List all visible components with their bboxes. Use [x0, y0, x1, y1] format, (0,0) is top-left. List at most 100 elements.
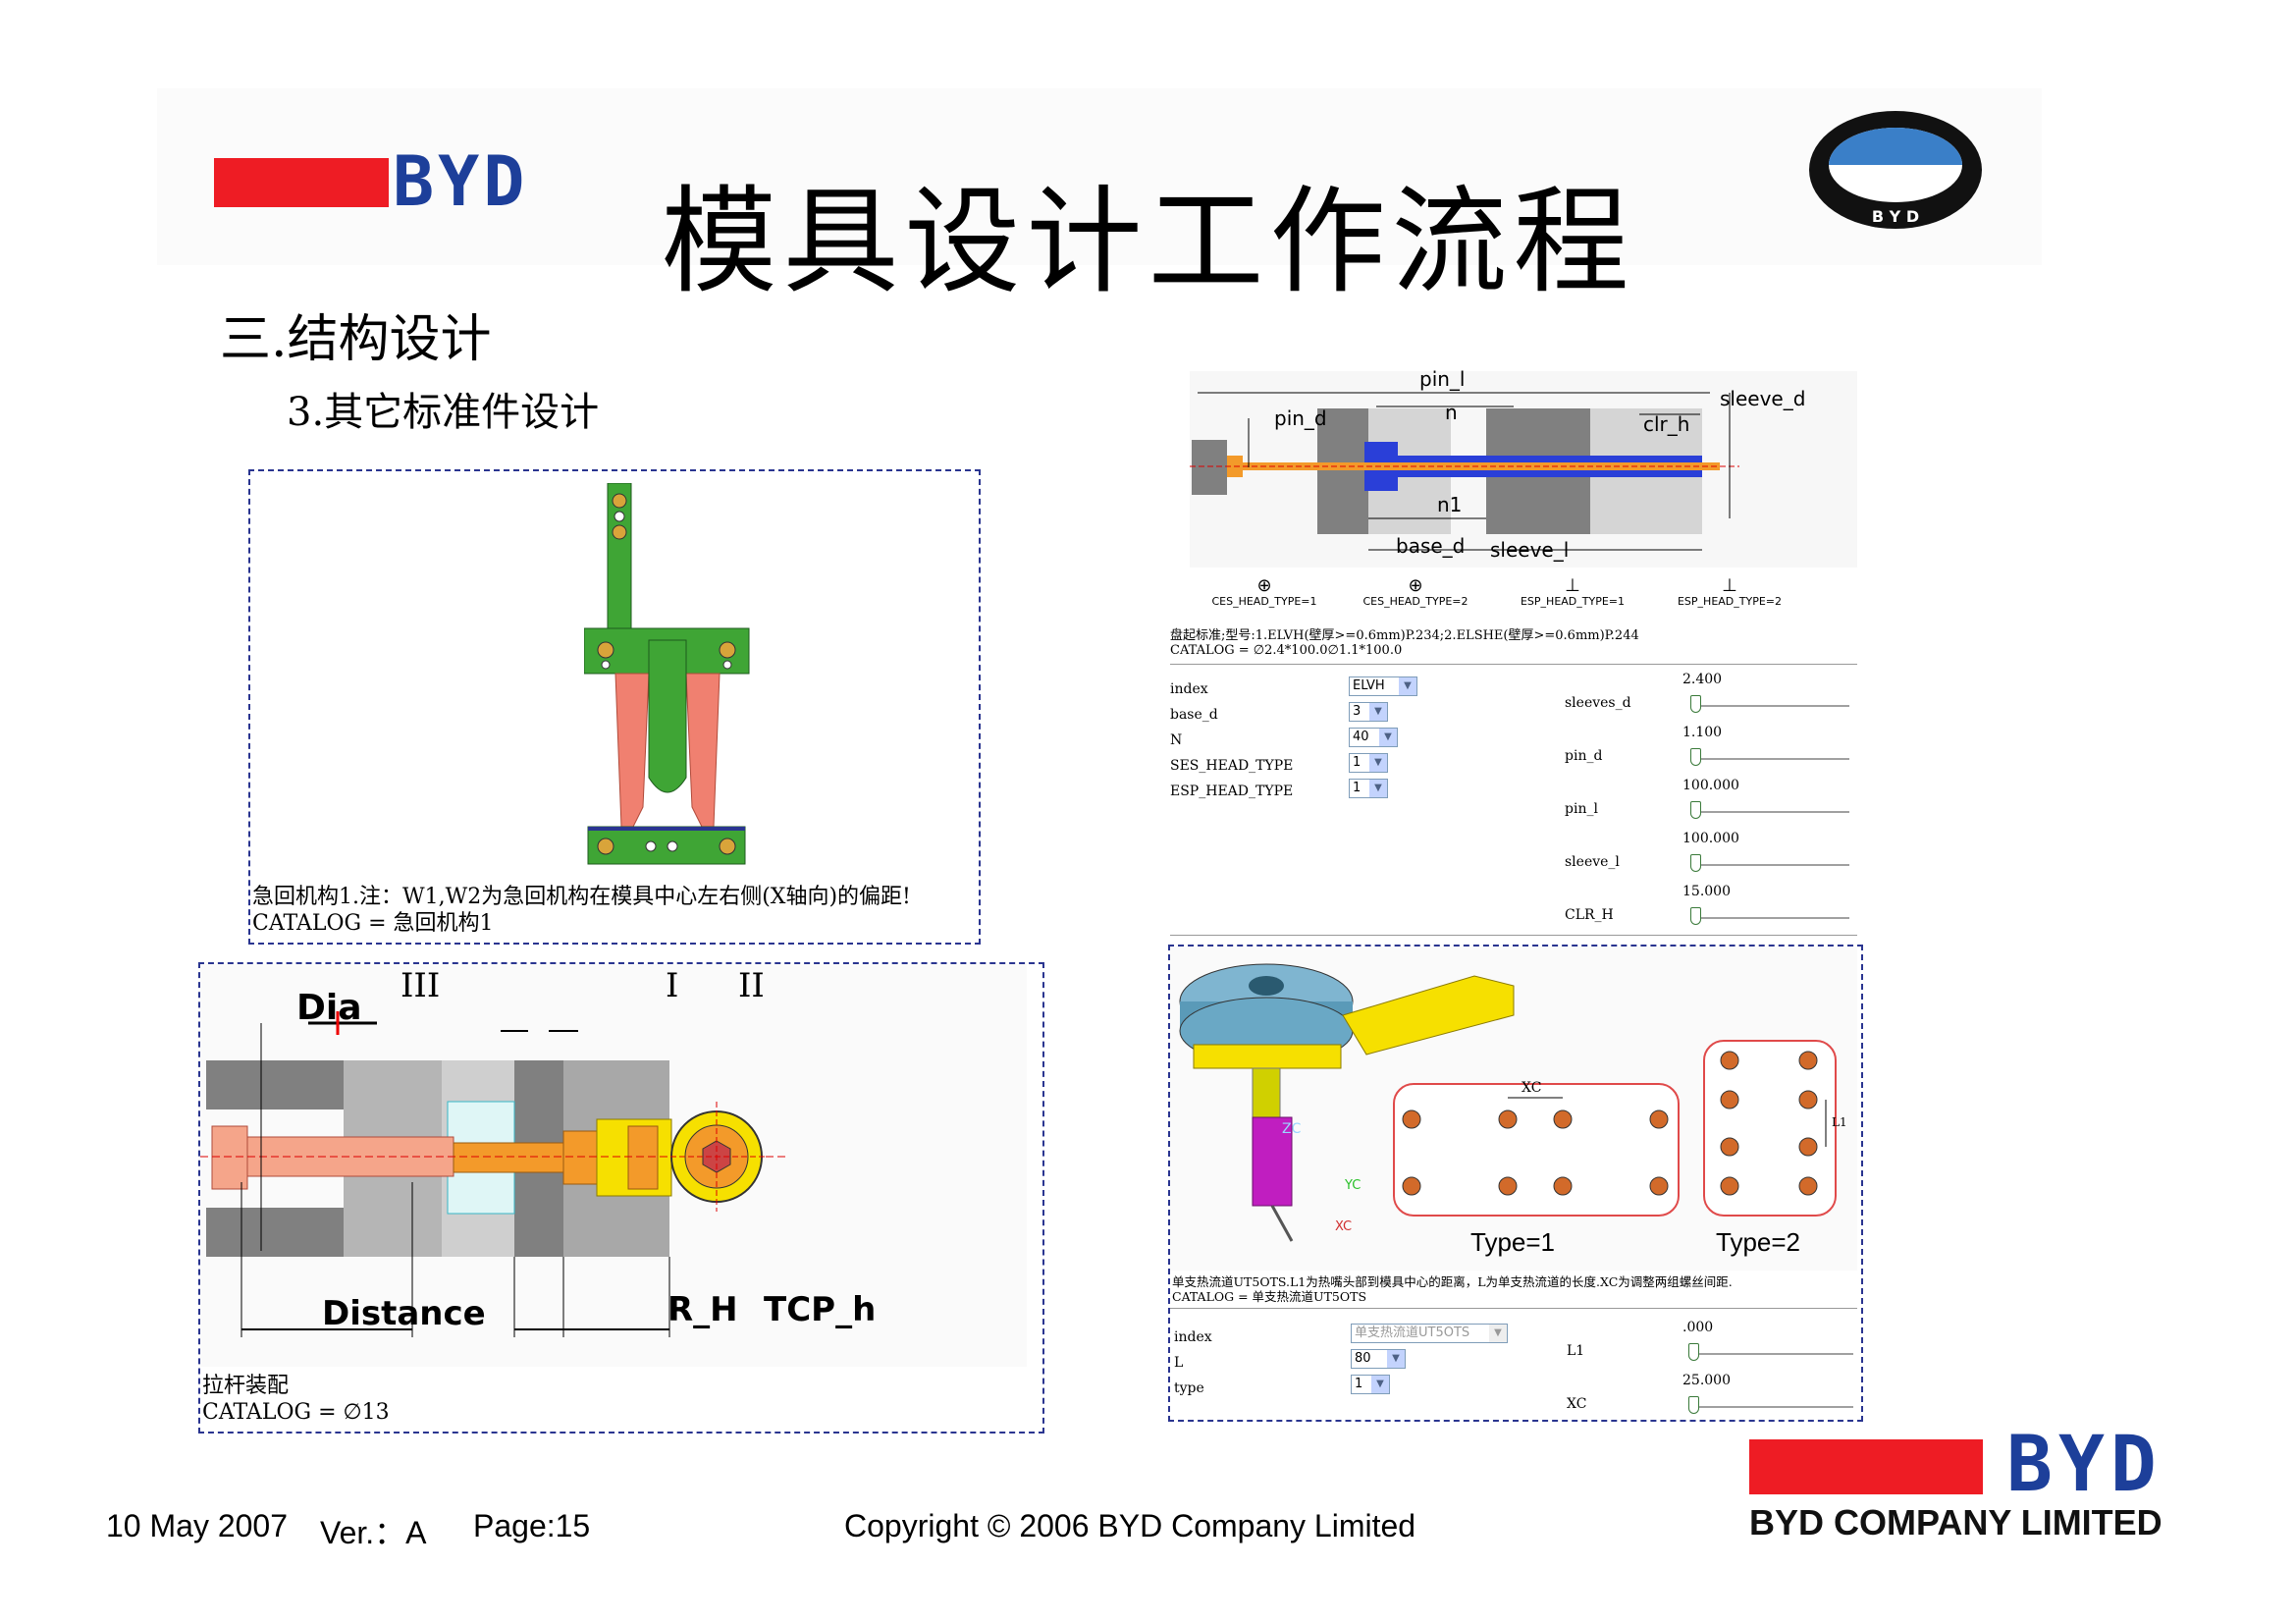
head-type-option[interactable]: ⊕ CES_HEAD_TYPE=2	[1347, 575, 1484, 609]
type2-label: Type=2	[1716, 1227, 1801, 1257]
param-value: 40	[1353, 730, 1369, 744]
param-label-esp-head-type: ESP_HEAD_TYPE	[1170, 784, 1294, 799]
param-value: 3	[1353, 704, 1362, 719]
param-select-index[interactable]: ELVH▼	[1349, 676, 1417, 696]
chevron-down-icon: ▼	[1369, 703, 1387, 721]
slider-thumb-sleeves-d[interactable]	[1690, 695, 1701, 713]
dim-base-d: base_d	[1396, 534, 1466, 558]
hot-runner-note: 单支热流道UT5OTS.L1为热嘴头部到模具中心的距离，L为单支热流道的长度.X…	[1172, 1274, 1733, 1304]
quick-return-caption-line1: 急回机构1.注：W1,W2为急回机构在模具中心左右侧(X轴向)的偏距!	[252, 885, 911, 909]
label-roman-3: III	[400, 966, 441, 1005]
head-type-option[interactable]: ⊥ ESP_HEAD_TYPE=1	[1504, 577, 1641, 609]
label-r-h: R_H	[667, 1290, 738, 1329]
slider-thumb-pin-l[interactable]	[1690, 801, 1701, 819]
quick-return-panel: 急回机构1.注：W1,W2为急回机构在模具中心左右侧(X轴向)的偏距! CATA…	[248, 469, 981, 945]
slider-value-sleeves-d: 2.400	[1682, 672, 1723, 687]
footer-logo-red-bar	[1749, 1439, 1983, 1494]
footer-company: BYD COMPANY LIMITED	[1749, 1502, 2163, 1542]
hr-slider-thumb-l1[interactable]	[1688, 1343, 1699, 1361]
param-value: 80	[1355, 1351, 1371, 1366]
label-roman-2: II	[738, 966, 765, 1005]
pull-rod-caption: 拉杆装配 CATALOG = ∅13	[202, 1373, 390, 1426]
pull-rod-panel: Dia III I II Distance R_H TCP_h 拉杆装配 CAT…	[198, 962, 1044, 1434]
footer-version: Ver.：A	[320, 1515, 427, 1550]
param-label-base-d: base_d	[1170, 707, 1218, 723]
hot-runner-catalog: CATALOG = 单支热流道UT5OTS	[1172, 1289, 1367, 1304]
footer-logo-text: BYD	[2006, 1421, 2163, 1509]
param-value: 1	[1353, 755, 1362, 770]
head-type-label: ESP_HEAD_TYPE=1	[1520, 595, 1626, 608]
hr-param-select-index[interactable]: 单支热流道UT5OTS▼	[1351, 1324, 1508, 1343]
axis-label-xc: XC	[1335, 1219, 1353, 1234]
param-label-ses-head-type: SES_HEAD_TYPE	[1170, 758, 1294, 774]
section-subheading: 3.其它标准件设计	[287, 390, 600, 435]
slider-thumb-sleeve-l[interactable]	[1690, 854, 1701, 872]
slider-thumb-clr-h[interactable]	[1690, 907, 1701, 925]
param-select-ses-head-type[interactable]: 1▼	[1349, 753, 1388, 773]
section-heading: 三.结构设计	[220, 310, 492, 369]
byd-logo-footer: BYD	[1749, 1422, 2201, 1508]
slider-track	[1690, 917, 1849, 919]
slider-label-sleeve-l: sleeve_l	[1565, 854, 1620, 870]
param-select-base-d[interactable]: 3▼	[1349, 702, 1388, 722]
param-select-esp-head-type[interactable]: 1▼	[1349, 779, 1388, 798]
sleeve-panel: pin_l pin_d n clr_h sleeve_d n1 base_d s…	[1170, 367, 1859, 941]
dim-sleeve-l: sleeve_l	[1490, 538, 1570, 562]
slider-track	[1690, 758, 1849, 760]
quick-return-drawing	[584, 483, 750, 865]
chevron-down-icon: ▼	[1489, 1325, 1507, 1342]
dim-sleeve-d: sleeve_d	[1720, 387, 1806, 410]
label-roman-1: I	[666, 966, 679, 1005]
type1-label: Type=1	[1470, 1227, 1556, 1257]
footer-copyright: Copyright © 2006 BYD Company Limited	[844, 1508, 1416, 1543]
byd-logo-top: BYD	[214, 142, 563, 221]
head-type-option[interactable]: ⊥ ESP_HEAD_TYPE=2	[1661, 575, 1798, 609]
slider-value-sleeve-l: 100.000	[1682, 831, 1739, 846]
dim-n: n	[1445, 401, 1458, 424]
ces-head-1-icon: ⊕	[1256, 575, 1272, 596]
param-value: 1	[1353, 781, 1362, 795]
slider-label-pin-d: pin_d	[1565, 748, 1603, 764]
hr-param-select-type[interactable]: 1▼	[1351, 1375, 1390, 1394]
head-type-row: ⊕ CES_HEAD_TYPE=1 ⊕ CES_HEAD_TYPE=2 ⊥ ES…	[1170, 577, 1857, 617]
byd-emblem-icon: B Y D	[1809, 111, 1982, 229]
dim-label-xc: XC	[1522, 1080, 1542, 1096]
hr-slider-label-xc: XC	[1567, 1396, 1587, 1412]
sleeve-divider	[1170, 664, 1857, 665]
slider-track	[1690, 811, 1849, 813]
slider-track	[1688, 1353, 1853, 1355]
param-select-n[interactable]: 40▼	[1349, 728, 1398, 747]
hr-param-select-l[interactable]: 80 ▼	[1351, 1349, 1406, 1369]
slider-value-clr-h: 15.000	[1682, 884, 1731, 899]
hr-param-label-index: index	[1174, 1329, 1212, 1345]
param-label-index: index	[1170, 681, 1208, 697]
slider-value-pin-d: 1.100	[1682, 725, 1723, 740]
pull-rod-drawing	[200, 964, 1027, 1367]
slider-track	[1690, 705, 1849, 707]
ces-head-2-icon: ⊕	[1408, 575, 1423, 596]
head-type-option[interactable]: ⊕ CES_HEAD_TYPE=1	[1196, 575, 1333, 609]
page-title: 模具设计工作流程	[661, 174, 1635, 309]
slider-label-clr-h: CLR_H	[1565, 907, 1614, 923]
logo-text: BYD	[393, 141, 529, 222]
chevron-down-icon: ▼	[1371, 1376, 1389, 1393]
esp-head-2-icon: ⊥	[1722, 575, 1737, 596]
hot-runner-note-line1: 单支热流道UT5OTS.L1为热嘴头部到模具中心的距离，L为单支热流道的长度.X…	[1172, 1274, 1733, 1289]
footer-date: 10 May 2007	[106, 1508, 289, 1543]
header-band	[157, 88, 2042, 265]
label-distance: Distance	[322, 1294, 486, 1333]
dim-clr-h: clr_h	[1643, 412, 1690, 436]
slider-thumb-pin-d[interactable]	[1690, 748, 1701, 766]
chevron-down-icon: ▼	[1387, 1350, 1405, 1368]
hr-slider-thumb-xc[interactable]	[1688, 1396, 1699, 1414]
sleeve-bottom-divider	[1170, 935, 1857, 936]
dim-label-l1: L1	[1832, 1115, 1847, 1129]
slider-value-pin-l: 100.000	[1682, 778, 1739, 793]
axis-label-yc: YC	[1345, 1178, 1362, 1193]
slider-track	[1690, 864, 1849, 866]
dim-pin-d: pin_d	[1274, 406, 1327, 430]
chevron-down-icon: ▼	[1399, 677, 1416, 695]
logo-red-bar	[214, 158, 389, 207]
hr-slider-label-l1: L1	[1567, 1343, 1585, 1359]
hot-runner-divider	[1170, 1308, 1857, 1309]
